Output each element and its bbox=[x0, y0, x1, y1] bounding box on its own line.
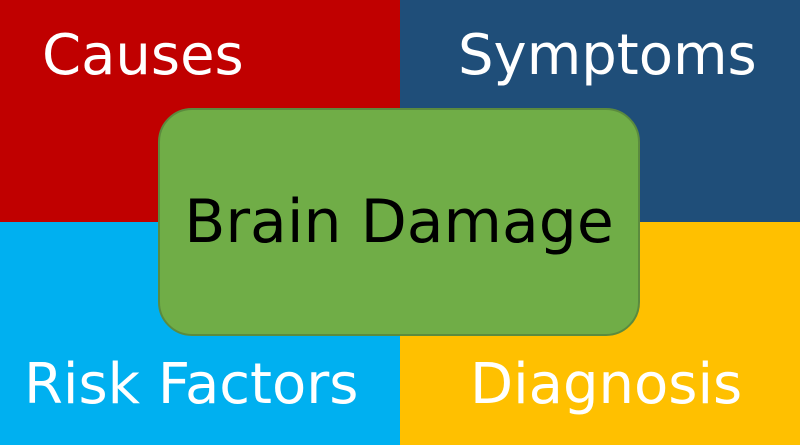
causes-label: Causes bbox=[42, 23, 244, 88]
diagnosis-label: Diagnosis bbox=[470, 352, 743, 417]
risk-factors-label: Risk Factors bbox=[24, 352, 359, 417]
center-topic-title: Brain Damage bbox=[184, 186, 614, 257]
center-topic-box: Brain Damage bbox=[158, 108, 640, 336]
symptoms-label: Symptoms bbox=[458, 23, 757, 88]
